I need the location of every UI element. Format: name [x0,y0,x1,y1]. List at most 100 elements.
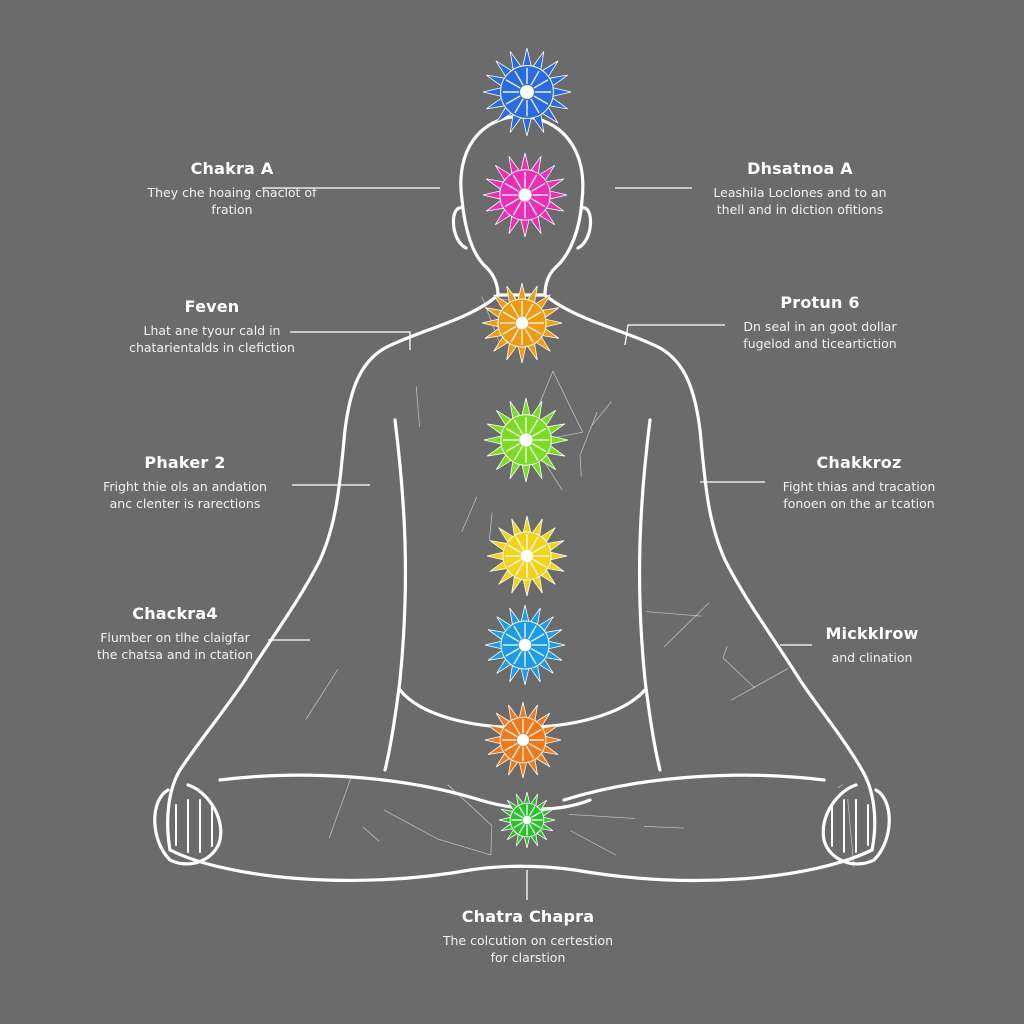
leader-lines [262,187,812,900]
chakra-ray [525,721,535,735]
label-bottom: Chatra Chapra The colcution on certestio… [398,908,658,966]
torso-left-outline [166,293,500,852]
chakra-ray [511,721,521,735]
label-line: chatarientalds in clefiction [129,340,295,355]
label-left-3: Phaker 2 Fright thie ols an andation anc… [55,454,315,512]
mesh-line [837,784,843,789]
left-fingers [175,799,213,853]
mesh-line [722,646,728,659]
chakra-ray [528,806,536,816]
chakra-ray [515,561,525,576]
chakra-petals [482,47,572,137]
chakra-ray [514,70,524,86]
chakra-ray [504,728,518,738]
chakra-ray [528,174,538,189]
chakra-solar-plexus [486,515,568,597]
chakra-ray [513,811,523,819]
mesh-line [722,657,755,689]
head-outline [459,114,585,297]
chakra-core [518,188,532,202]
chakra-core [518,638,532,652]
chakra-throat [481,282,563,364]
chakra-petals [498,791,556,849]
chakra-ray [513,625,523,640]
chakra-ray [529,446,539,461]
chakra-ray [502,325,517,335]
label-left-1: Chakra A They che hoaing chaclot of frat… [102,160,362,218]
label-title: Feven [184,297,240,316]
chakra-ray [505,427,520,437]
mesh-line [847,798,855,868]
chakra-petals [486,515,568,597]
label-line: thell and in diction ofitions [716,202,884,217]
right-inner-arm-outline [637,418,662,772]
chakra-ray [532,443,547,453]
chakra-ray [528,728,542,738]
mesh-line [643,825,684,829]
chakra-points [481,47,572,849]
mesh-line [488,512,493,541]
label-title: Chakra A [190,159,274,178]
mesh-line [383,809,438,840]
left-leg-upper [218,773,592,811]
mesh-line [447,784,493,826]
label-title: Chackra4 [132,604,218,623]
chakra-petals [483,397,569,483]
chakra-ray [505,647,520,657]
chakra-petals [484,604,566,686]
left-ear-outline [451,206,468,250]
chakra-ray [507,558,522,568]
chakra-petals [482,152,568,238]
label-line: Dn seal in an goot dollar [743,319,897,334]
chakra-ray [530,633,545,643]
mesh-line [646,611,702,617]
mesh-line [579,455,582,477]
right-ear-outline [576,206,593,250]
chakra-ray [531,821,541,829]
torso-right-outline [543,293,877,852]
chakra-petals [484,701,562,779]
label-line: fugelod and ticeartiction [743,336,897,351]
mesh-line [415,386,420,427]
mesh-line [490,825,493,855]
label-right-1: Dhsatnoa A Leashila Loclones and to an t… [670,160,930,218]
chakra-ray [513,821,523,829]
chakra-ray [531,198,546,208]
mesh-line [461,496,478,532]
chakra-ray [532,544,547,554]
chakra-crown [482,47,572,137]
label-line: Fight thias and tracation [782,479,936,494]
chakra-ray [505,633,520,643]
chakra-ray [524,328,534,343]
label-line: Fright thie ols an andation [103,479,267,494]
right-leg-upper [562,773,826,802]
chakra-ray [533,79,549,89]
chakra-ray [505,443,520,453]
chakra-ray [533,95,549,105]
mesh-line [552,370,583,433]
chakra-core [516,733,530,747]
chakra-ray [504,182,519,192]
chakra-ray [532,427,547,437]
label-left-4: Chackra4 Flumber on tlhe claigfar the ch… [45,605,305,663]
mesh-line [579,411,598,456]
mesh-line [730,668,788,701]
mesh-line [305,668,339,720]
label-line: anc clenter is rarections [109,496,261,511]
label-line: Lhat ane tyour cald in [143,323,281,338]
chakra-ray [505,95,521,105]
legs-outline [168,848,874,882]
label-right-4: Mickklrow and clination [742,625,1002,666]
chakra-ray [529,536,539,551]
chakra-ray [513,419,523,434]
right-fingers [831,799,869,853]
mesh-line [663,602,710,648]
chakra-ray [530,98,540,114]
chakra-ray [512,174,522,189]
chakra-ray [528,742,542,752]
chakra-ray [524,303,534,318]
chakra-ray [502,311,517,321]
chakra-ray [513,446,523,461]
